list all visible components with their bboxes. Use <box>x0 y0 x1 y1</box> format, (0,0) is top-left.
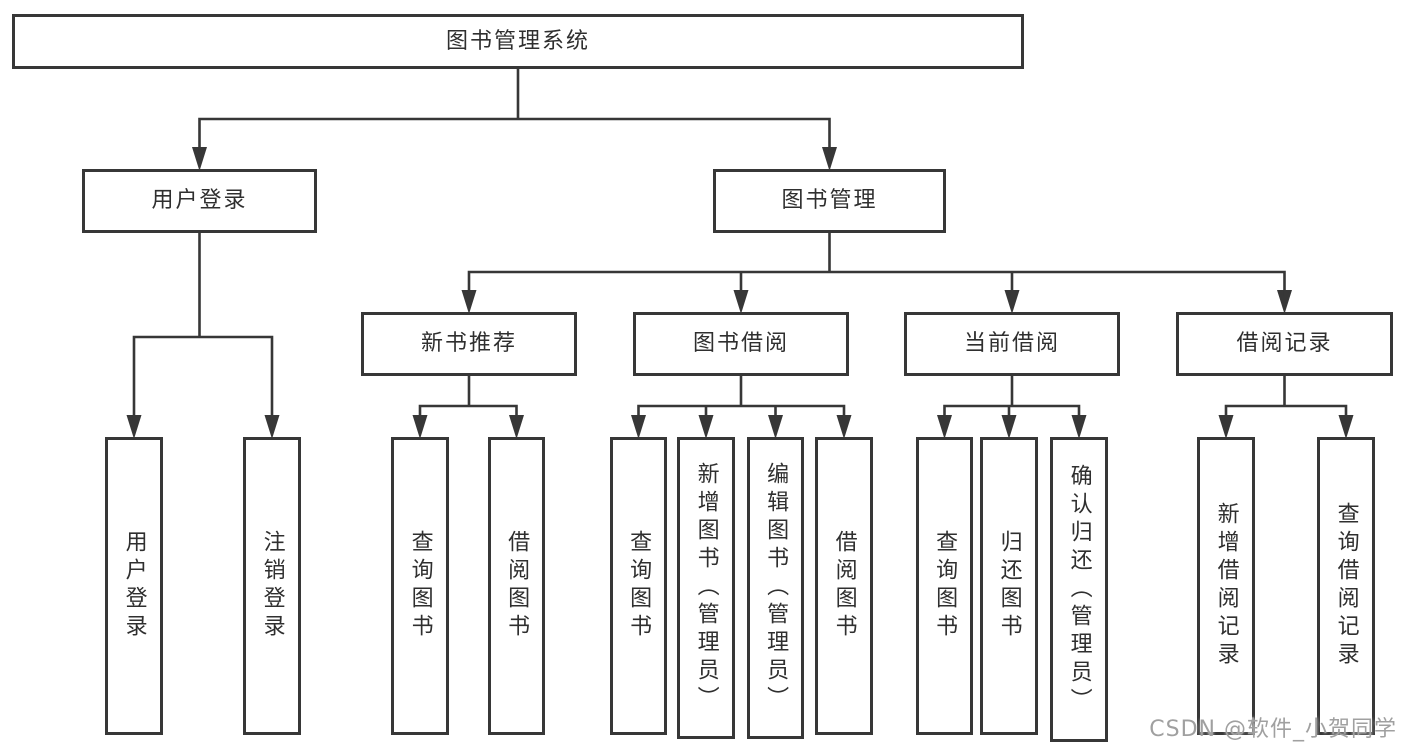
node-edit-books-admin: 编辑图书（管理员） <box>747 437 804 739</box>
node-label-query-books-under-recommend: 查询图书 <box>407 530 433 642</box>
node-label-current-borrow: 当前借阅 <box>963 331 1060 357</box>
edge-from-borrow-records <box>1224 374 1348 421</box>
node-label-add-borrow-record: 新增借阅记录 <box>1213 502 1239 670</box>
edge-from-book-borrow <box>637 374 846 421</box>
arrowhead-add-borrow-record <box>1218 415 1234 439</box>
node-label-user-login: 用户登录 <box>151 188 248 214</box>
arrowhead-logout <box>264 415 280 439</box>
node-borrow-records: 借阅记录 <box>1176 312 1393 376</box>
arrowhead-new-book-recommend <box>461 290 477 314</box>
node-label-borrow-books-under-borrow: 借阅图书 <box>831 530 857 642</box>
node-label-borrow-records: 借阅记录 <box>1236 331 1333 357</box>
node-label-query-books-under-current: 查询图书 <box>932 530 958 642</box>
arrowhead-borrow-records <box>1277 290 1292 314</box>
node-label-borrow-books-under-recommend: 借阅图书 <box>504 530 530 642</box>
arrowhead-current-borrow <box>1004 290 1020 314</box>
node-query-books-under-borrow: 查询图书 <box>610 437 667 735</box>
node-label-logout: 注销登录 <box>259 530 285 642</box>
node-user-login: 用户登录 <box>82 169 317 233</box>
arrowhead-query-books-under-recommend <box>412 415 428 439</box>
node-label-add-books-admin: 新增图书（管理员） <box>693 462 719 714</box>
node-label-query-books-under-borrow: 查询图书 <box>626 530 652 642</box>
node-book-management: 图书管理 <box>713 169 946 233</box>
node-label-book-borrow: 图书借阅 <box>692 331 789 357</box>
node-root: 图书管理系统 <box>12 14 1024 69</box>
arrowhead-add-books-admin <box>698 415 714 439</box>
edge-from-new-book-recommend <box>418 374 518 421</box>
arrowhead-query-books-under-borrow <box>631 415 646 439</box>
node-add-borrow-record: 新增借阅记录 <box>1197 437 1255 735</box>
node-label-confirm-return-admin: 确认归还（管理员） <box>1066 463 1092 716</box>
node-query-books-under-recommend: 查询图书 <box>391 437 449 735</box>
arrowhead-query-borrow-record <box>1338 415 1354 439</box>
node-borrow-books-under-borrow: 借阅图书 <box>815 437 873 735</box>
edge-from-current-borrow <box>943 374 1081 421</box>
watermark-text: CSDN @软件_小贺同学 <box>1149 717 1397 742</box>
edge-from-user-login <box>132 231 274 421</box>
arrowhead-edit-books-admin <box>768 415 783 439</box>
arrowhead-query-books-under-current <box>937 415 952 439</box>
node-label-query-borrow-record: 查询借阅记录 <box>1333 502 1359 670</box>
arrowhead-borrow-books-under-recommend <box>509 415 524 439</box>
edge-from-book-management <box>467 231 1286 296</box>
edge-from-root <box>198 67 831 153</box>
node-label-user-login-leaf: 用户登录 <box>121 530 147 642</box>
node-label-new-book-recommend: 新书推荐 <box>420 331 517 357</box>
node-current-borrow: 当前借阅 <box>904 312 1120 376</box>
arrowhead-confirm-return-admin <box>1071 415 1087 439</box>
node-label-return-books: 归还图书 <box>996 530 1022 642</box>
node-logout: 注销登录 <box>243 437 301 735</box>
node-borrow-books-under-recommend: 借阅图书 <box>488 437 545 735</box>
node-return-books: 归还图书 <box>980 437 1038 735</box>
node-new-book-recommend: 新书推荐 <box>361 312 577 376</box>
arrowhead-user-login-leaf <box>126 415 142 439</box>
arrowhead-book-management <box>822 147 837 171</box>
node-user-login-leaf: 用户登录 <box>105 437 163 735</box>
node-confirm-return-admin: 确认归还（管理员） <box>1050 437 1108 742</box>
arrowhead-return-books <box>1001 415 1017 439</box>
node-add-books-admin: 新增图书（管理员） <box>677 437 735 739</box>
node-label-book-management: 图书管理 <box>781 188 878 214</box>
arrowhead-book-borrow <box>733 290 749 314</box>
arrowhead-user-login <box>192 147 207 171</box>
node-query-books-under-current: 查询图书 <box>916 437 973 735</box>
arrowhead-borrow-books-under-borrow <box>836 415 852 439</box>
node-book-borrow: 图书借阅 <box>633 312 849 376</box>
node-label-root: 图书管理系统 <box>445 28 590 54</box>
node-label-edit-books-admin: 编辑图书（管理员） <box>763 462 789 714</box>
node-query-borrow-record: 查询借阅记录 <box>1317 437 1375 735</box>
